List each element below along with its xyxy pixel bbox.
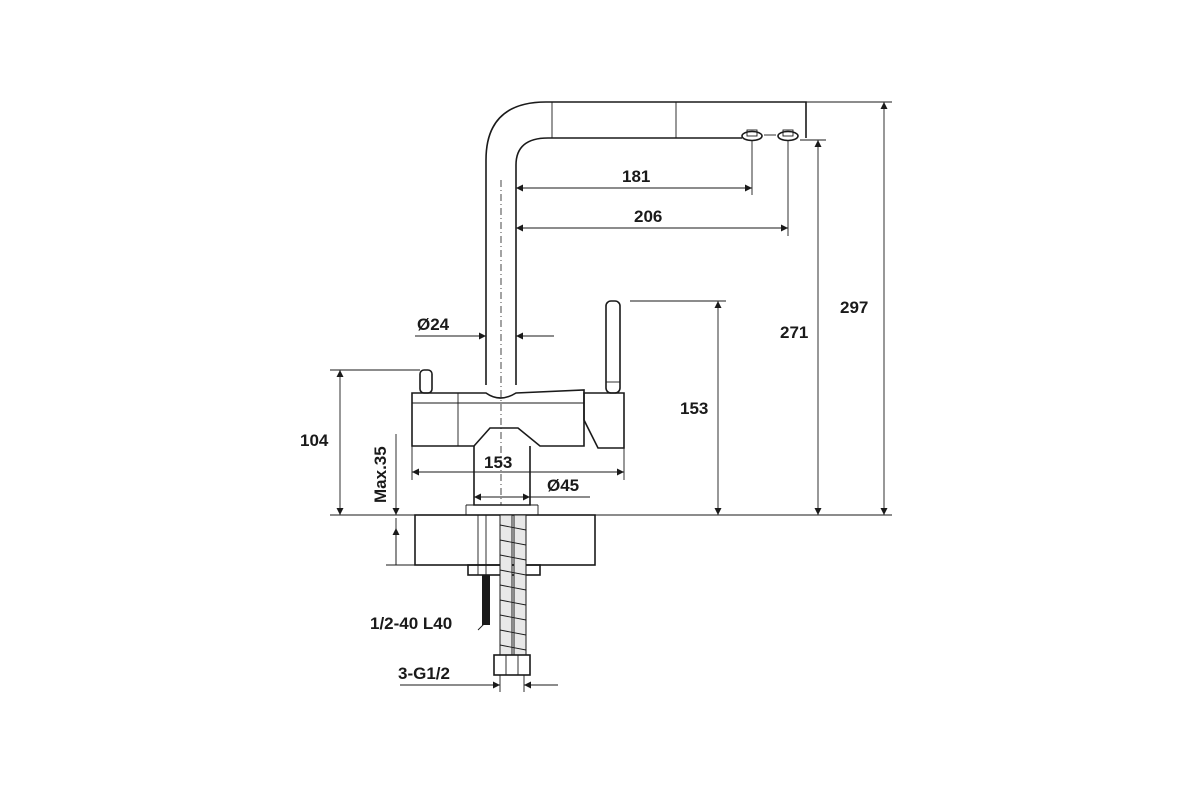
lever-handle: [583, 392, 625, 449]
dim-153-height: 153: [680, 399, 708, 418]
left-knob: [419, 369, 433, 394]
nozzle-icon: [741, 129, 799, 142]
dim-297: 297: [840, 298, 868, 317]
dim-271: 271: [780, 323, 808, 342]
faucet-main-body: [411, 389, 585, 447]
spout-outer: [485, 101, 807, 385]
dim-thread: 1/2-40 L40: [370, 614, 452, 633]
dim-104: 104: [300, 431, 329, 450]
dim-d45: Ø45: [547, 476, 579, 495]
dim-max35: Max.35: [371, 446, 390, 503]
lever-rod: [605, 300, 621, 394]
dimension-labels: 181 206 Ø24 153 271 297 104 Max.35 153 Ø…: [300, 167, 868, 683]
dim-d24: Ø24: [417, 315, 450, 334]
spout-inner: [515, 137, 742, 385]
hose-fitting-nut: [493, 654, 531, 676]
dim-206: 206: [634, 207, 662, 226]
dimension-lines: [330, 101, 892, 692]
hose-braid: [499, 524, 527, 651]
threaded-rod: [482, 575, 490, 625]
dim-153-width: 153: [484, 453, 512, 472]
dim-181: 181: [622, 167, 650, 186]
dim-hose-fitting: 3-G1/2: [398, 664, 450, 683]
mounting-stud: [477, 514, 487, 576]
